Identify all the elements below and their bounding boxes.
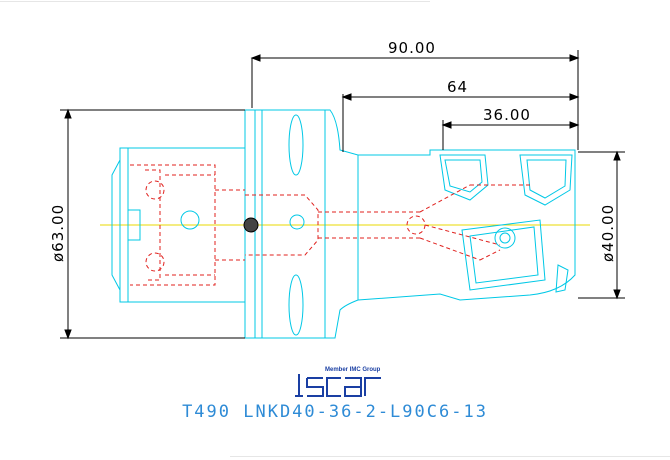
dim-short-length: 36.00 xyxy=(483,106,531,124)
tool-outline xyxy=(111,109,576,339)
hidden-lines xyxy=(130,164,530,286)
top-border-line xyxy=(0,1,430,2)
dimensions xyxy=(60,50,625,340)
dim-flange-diameter: ø63.00 xyxy=(49,204,67,262)
dim-mid-length: 64 xyxy=(447,78,468,96)
dim-overall-length: 90.00 xyxy=(388,39,436,57)
logo-tagline: Member IMC Group xyxy=(325,367,381,373)
bottom-border-line xyxy=(230,456,670,457)
dim-head-diameter: ø40.00 xyxy=(599,204,617,262)
tool-drawing: 90.00 64 36.00 ø63.00 ø40.00 xyxy=(49,39,625,340)
coolant-hole xyxy=(289,214,305,230)
iscar-logo: Member IMC Group xyxy=(295,367,381,397)
center-hole xyxy=(180,210,200,230)
gauge-marker xyxy=(243,217,259,233)
part-number-caption: T490 LNKD40-36-2-L90C6-13 xyxy=(182,402,488,422)
